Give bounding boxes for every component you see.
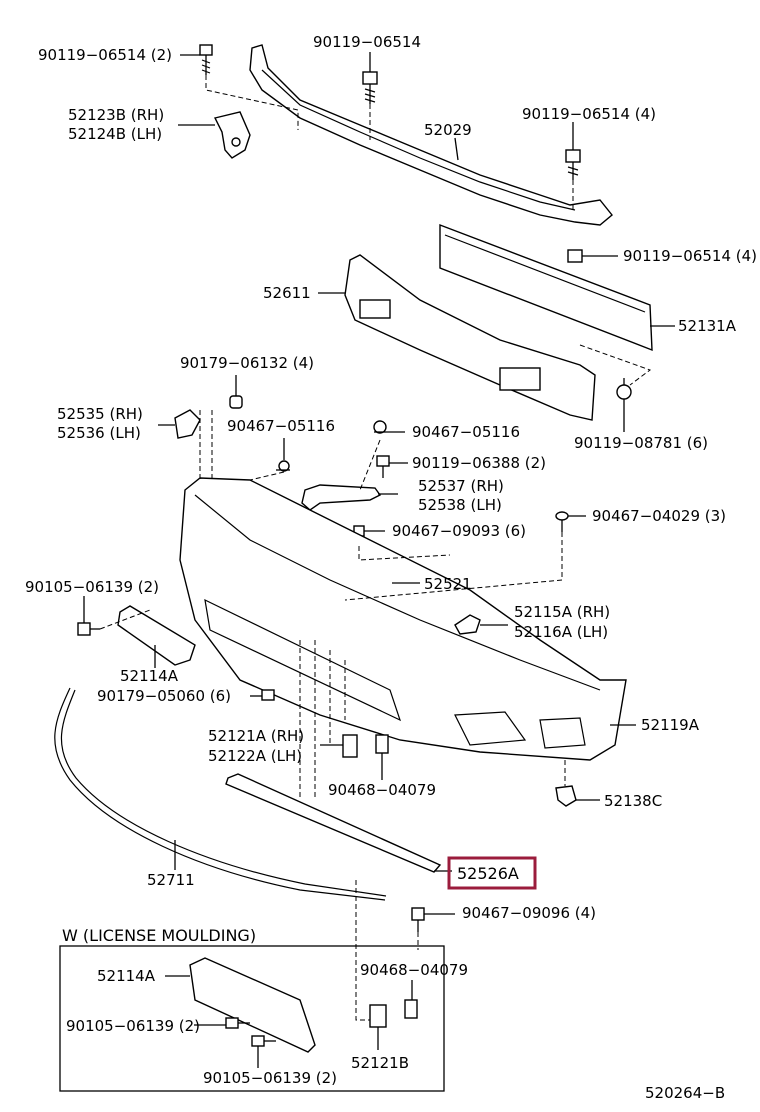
- label-52526a[interactable]: 52526A: [457, 864, 519, 883]
- label-90467-09096: 90467−09096 (4): [462, 904, 596, 922]
- bolt-top-left: [199, 44, 213, 75]
- label-52124b: 52124B (LH): [68, 125, 162, 143]
- bracket-52114a: [117, 605, 196, 666]
- label-90179-05060: 90179−05060 (6): [97, 687, 231, 705]
- bolt-06388: [376, 455, 390, 478]
- label-90468-04079-a: 90468−04079: [328, 781, 436, 799]
- label-90467-04029: 90467−04029 (3): [592, 507, 726, 525]
- label-90179-06132: 90179−06132 (4): [180, 354, 314, 372]
- leader-lines: [83, 52, 675, 1068]
- label-90105-06139-c: 90105−06139 (2): [203, 1069, 337, 1087]
- reinforcement-52611: [344, 254, 596, 421]
- dashed-alignment-lines: [99, 75, 652, 1021]
- bracket-52537: [301, 484, 382, 511]
- label-90119-06514-4a: 90119−06514 (4): [522, 105, 656, 123]
- label-52119a: 52119A: [641, 716, 700, 734]
- label-90105-06139-b: 90105−06139 (2): [66, 1017, 200, 1035]
- highlighted-part[interactable]: 52526A: [447, 856, 537, 890]
- bracket-52535: [174, 409, 201, 439]
- label-52535: 52535 (RH): [57, 405, 143, 423]
- strip-52526a: [225, 773, 442, 873]
- highlight-box[interactable]: [447, 856, 537, 890]
- label-52537: 52537 (RH): [418, 477, 504, 495]
- label-90468-04079-b: 90468−04079: [360, 961, 468, 979]
- label-52121b: 52121B: [351, 1054, 409, 1072]
- label-52123b: 52123B (RH): [68, 106, 164, 124]
- label-90119-06514: 90119−06514: [313, 33, 421, 51]
- clip-05116-b: [373, 420, 387, 434]
- retainer-52138c: [555, 785, 577, 807]
- label-52521: 52521: [424, 575, 472, 593]
- label-90119-06514-4b: 90119−06514 (4): [623, 247, 757, 265]
- bolt-top-center: [362, 71, 378, 104]
- label-w-license-moulding: W (LICENSE MOULDING): [62, 926, 256, 945]
- bracket-52121a: [342, 734, 358, 758]
- diagram-code: 520264−B: [645, 1084, 725, 1102]
- label-52131a: 52131A: [678, 317, 737, 335]
- reinforcement-52029: [249, 44, 613, 226]
- bumper-cover-52119a: [179, 477, 627, 761]
- label-52121a: 52121A (RH): [208, 727, 304, 745]
- nut-06132: [229, 395, 243, 409]
- label-52611: 52611: [263, 284, 311, 302]
- label-90119-06388: 90119−06388 (2): [412, 454, 546, 472]
- clip-05116-a: [276, 460, 290, 472]
- label-90119-06514-2: 90119−06514 (2): [38, 46, 172, 64]
- label-52538: 52538 (LH): [418, 496, 502, 514]
- label-52122a: 52122A (LH): [208, 747, 302, 765]
- clip-05060: [261, 689, 275, 701]
- label-52114a-b: 52114A: [97, 967, 156, 985]
- moulding-52711: [54, 687, 387, 901]
- clip-04029: [555, 511, 569, 532]
- retainer-52115a: [454, 614, 481, 635]
- label-52536: 52536 (LH): [57, 424, 141, 442]
- label-52029: 52029: [424, 121, 472, 139]
- label-90119-08781: 90119−08781 (6): [574, 434, 708, 452]
- clip-09096: [411, 907, 425, 932]
- nut-04079-a: [375, 734, 389, 754]
- label-52114a-a: 52114A: [120, 667, 179, 685]
- label-90467-05116a: 90467−05116: [227, 417, 335, 435]
- absorber-52131a: [439, 223, 653, 352]
- label-90105-06139-a: 90105−06139 (2): [25, 578, 159, 596]
- bolt-right-top: [565, 149, 581, 180]
- label-90467-05116b: 90467−05116: [412, 423, 520, 441]
- bolt-06139: [77, 622, 100, 636]
- bolt-08781: [616, 378, 632, 400]
- bracket-52123b: [213, 111, 251, 159]
- bolt-right-mid: [567, 249, 600, 263]
- label-52116a: 52116A (LH): [514, 623, 608, 641]
- label-52138c: 52138C: [604, 792, 662, 810]
- label-52115a: 52115A (RH): [514, 603, 610, 621]
- license-moulding-box: [59, 945, 445, 1092]
- label-90467-09093: 90467−09093 (6): [392, 522, 526, 540]
- label-52711: 52711: [147, 871, 195, 889]
- part-labels: 90119−06514 (2) 90119−06514 52123B (RH) …: [25, 33, 757, 1102]
